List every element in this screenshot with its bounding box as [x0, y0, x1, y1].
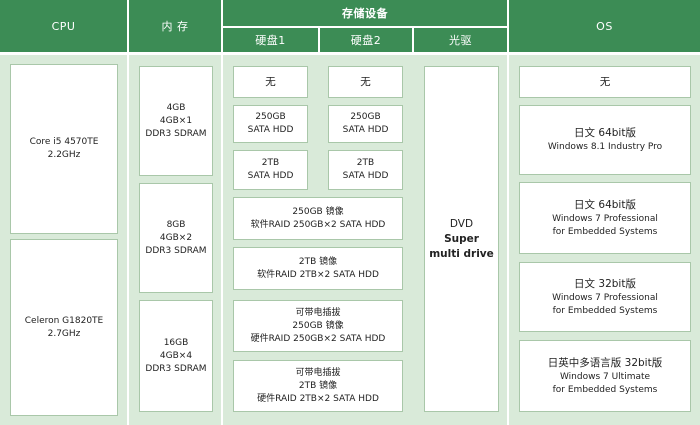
raid-option-hw-2tb-mirror: 可带电插拔 2TB 镜像 硬件RAID 2TB×2 SATA HDD: [233, 360, 403, 412]
os-edition: 日英中多语言版 32bit版: [547, 356, 663, 369]
os-variant: for Embedded Systems: [552, 305, 658, 316]
memory-option-4gb: 4GB 4GB×1 DDR3 SDRAM: [139, 66, 213, 176]
header-memory-label: 内 存: [161, 20, 189, 33]
header-os: OS: [509, 0, 700, 52]
disk1-option-2tb: 2TB SATA HDD: [233, 150, 308, 190]
disk1-option-none: 无: [233, 66, 308, 98]
os-option-win81-64: 日文 64bit版 Windows 8.1 Industry Pro: [519, 105, 691, 175]
raid-title: 250GB 镜像: [292, 320, 344, 331]
raid-option-sw-2tb-mirror: 2TB 镜像 软件RAID 2TB×2 SATA HDD: [233, 247, 403, 290]
raid-config: 软件RAID 2TB×2 SATA HDD: [257, 269, 379, 280]
cpu-frequency: 2.7GHz: [47, 328, 81, 339]
optical-type: DVD: [449, 217, 474, 230]
disk-capacity: 2TB: [261, 158, 280, 168]
header-storage: 存储设备: [223, 0, 507, 26]
header-memory: 内 存: [129, 0, 221, 52]
header-cpu: CPU: [0, 0, 127, 52]
os-name: Windows 7 Professional: [552, 292, 658, 303]
os-edition: 日文 64bit版: [574, 127, 636, 139]
raid-option-hw-250gb-mirror: 可带电插拔 250GB 镜像 硬件RAID 250GB×2 SATA HDD: [233, 300, 403, 352]
header-disk1-label: 硬盘1: [255, 34, 286, 47]
os-option-win7ult-32: 日英中多语言版 32bit版 Windows 7 Ultimate for Em…: [519, 340, 691, 412]
header-optical-label: 光驱: [449, 34, 472, 47]
header-disk2: 硬盘2: [320, 28, 412, 52]
raid-hotswap: 可带电插拔: [295, 367, 341, 378]
disk-type: SATA HDD: [342, 171, 389, 181]
cpu-model: Core i5 4570TE: [29, 137, 99, 147]
disk-label: 无: [265, 75, 276, 88]
memory-size: 8GB: [166, 219, 186, 230]
os-edition: 日文 32bit版: [574, 277, 636, 290]
disk2-option-none: 无: [328, 66, 403, 98]
os-variant: for Embedded Systems: [552, 384, 658, 395]
header-optical: 光驱: [414, 28, 507, 52]
memory-size: 4GB: [166, 102, 186, 113]
raid-title: 250GB 镜像: [292, 206, 344, 217]
raid-title: 2TB 镜像: [298, 256, 338, 267]
memory-type: DDR3 SDRAM: [145, 363, 207, 374]
os-edition: 日文 64bit版: [574, 198, 636, 211]
disk-capacity: 2TB: [356, 158, 375, 168]
disk1-option-250gb: 250GB SATA HDD: [233, 105, 308, 143]
disk2-option-2tb: 2TB SATA HDD: [328, 150, 403, 190]
optical-name: Super: [444, 232, 479, 245]
memory-type: DDR3 SDRAM: [145, 128, 207, 139]
disk-type: SATA HDD: [342, 125, 389, 135]
disk-capacity: 250GB: [350, 112, 381, 122]
os-name: Windows 7 Professional: [552, 213, 658, 224]
header-disk2-label: 硬盘2: [350, 34, 382, 47]
os-name: Windows 7 Ultimate: [559, 371, 651, 382]
memory-type: DDR3 SDRAM: [145, 245, 207, 256]
cpu-frequency: 2.2GHz: [47, 150, 81, 160]
header-storage-label: 存储设备: [342, 7, 388, 20]
disk-label: 无: [360, 75, 371, 88]
os-variant: for Embedded Systems: [552, 226, 658, 237]
disk2-option-250gb: 250GB SATA HDD: [328, 105, 403, 143]
memory-option-8gb: 8GB 4GB×2 DDR3 SDRAM: [139, 183, 213, 293]
header-disk1: 硬盘1: [223, 28, 318, 52]
os-name: Windows 8.1 Industry Pro: [547, 142, 663, 152]
disk-type: SATA HDD: [247, 171, 294, 181]
raid-option-sw-250gb-mirror: 250GB 镜像 软件RAID 250GB×2 SATA HDD: [233, 197, 403, 240]
header-cpu-label: CPU: [51, 19, 76, 33]
disk-capacity: 250GB: [255, 112, 286, 122]
raid-config: 硬件RAID 2TB×2 SATA HDD: [257, 393, 379, 404]
cpu-option-celeron: Celeron G1820TE 2.7GHz: [10, 239, 118, 416]
os-option-win7pro-64: 日文 64bit版 Windows 7 Professional for Emb…: [519, 182, 691, 254]
memory-config: 4GB×4: [159, 350, 193, 361]
raid-hotswap: 可带电插拔: [295, 307, 341, 318]
raid-config: 硬件RAID 250GB×2 SATA HDD: [250, 333, 386, 344]
optical-name-suffix: multi drive: [429, 247, 494, 260]
memory-size: 16GB: [163, 337, 189, 348]
os-label: 无: [599, 75, 611, 88]
raid-title: 2TB 镜像: [298, 380, 338, 391]
os-option-none: 无: [519, 66, 691, 98]
memory-option-16gb: 16GB 4GB×4 DDR3 SDRAM: [139, 300, 213, 412]
disk-type: SATA HDD: [247, 125, 294, 135]
header-os-label: OS: [596, 19, 613, 33]
memory-config: 4GB×2: [159, 232, 193, 243]
cpu-model: Celeron G1820TE: [24, 315, 104, 326]
raid-config: 软件RAID 250GB×2 SATA HDD: [250, 219, 386, 230]
os-option-win7pro-32: 日文 32bit版 Windows 7 Professional for Emb…: [519, 262, 691, 332]
optical-drive-option: DVD Super multi drive: [424, 66, 499, 412]
memory-config: 4GB×1: [159, 115, 193, 126]
cpu-option-core-i5: Core i5 4570TE 2.2GHz: [10, 64, 118, 234]
